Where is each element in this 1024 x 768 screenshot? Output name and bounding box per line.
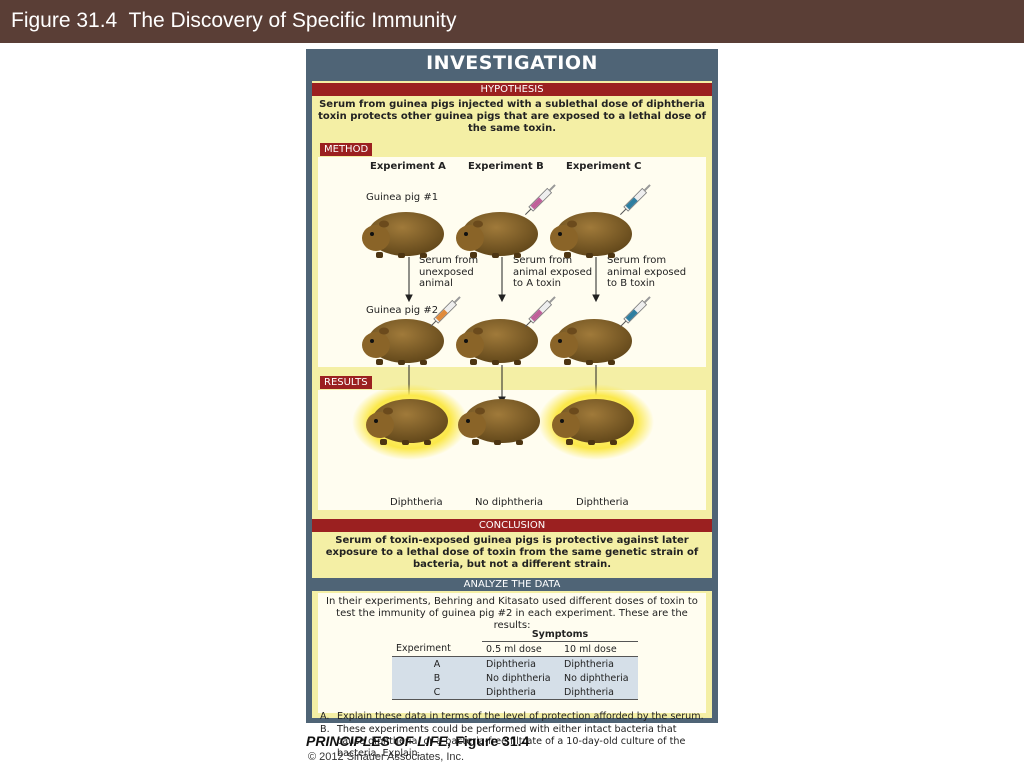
results-tag: RESULTS (320, 376, 372, 389)
guinea-pig-1a (362, 212, 444, 258)
guinea-pig-2c (550, 319, 632, 365)
experiment-a-label: Experiment A (370, 161, 446, 172)
question-b-text: These experiments could be performed wit… (337, 724, 686, 759)
analyze-area (318, 593, 706, 713)
result-pig-b (458, 399, 540, 445)
table-row: B No diphtheria No diphtheria (392, 671, 638, 685)
table-cell: Diphtheria (564, 686, 614, 698)
figure-reference: Figure 31.4 (451, 733, 530, 749)
investigation-heading: INVESTIGATION (426, 52, 598, 74)
table-header-experiment: Experiment (396, 643, 451, 655)
guinea-pig-1b (456, 212, 538, 258)
syringe-c1-icon (619, 184, 651, 216)
table-cell: A (433, 658, 441, 670)
analyze-intro: In their experiments, Behring and Kitasa… (326, 596, 698, 631)
transfer-c-text: Serum from animal exposed to B toxin (607, 255, 687, 289)
method-illustration (352, 184, 654, 460)
table-cell: B (433, 672, 441, 684)
table-cell: Diphtheria (564, 658, 614, 670)
slide-title: Figure 31.4 The Discovery of Specific Im… (11, 9, 457, 32)
table-row: C Diphtheria Diphtheria (392, 685, 638, 700)
transfer-arrows (405, 257, 600, 303)
syringe-b2-icon (524, 296, 556, 328)
guinea-pig-1c (550, 212, 632, 258)
experiment-c-label: Experiment C (566, 161, 642, 172)
transfer-a-text: Serum from unexposed animal (419, 255, 479, 289)
guinea-pig-1-label: Guinea pig #1 (366, 192, 439, 203)
question-a-letter: A. (320, 711, 330, 722)
syringe-a2-icon (429, 296, 461, 328)
book-credit: PRINCIPLES OF LIFE, Figure 31.4 (306, 733, 529, 749)
conclusion-text: Serum of toxin-exposed guinea pigs is pr… (325, 535, 699, 570)
guinea-pig-2-label: Guinea pig #2 (366, 305, 439, 316)
table-header-dose-05: 0.5 ml dose (486, 643, 542, 655)
table-cell: No diphtheria (564, 672, 629, 684)
table-row: A Diphtheria Diphtheria (392, 656, 638, 671)
table-header-dose-10: 10 ml dose (564, 643, 617, 655)
hypothesis-bar: HYPOTHESIS (312, 83, 712, 96)
analyze-bar: ANALYZE THE DATA (312, 578, 712, 591)
result-a-text: Diphtheria (390, 497, 443, 508)
table-group-header: Symptoms (482, 627, 638, 642)
conclusion-bar: CONCLUSION (312, 519, 712, 532)
table-cell: C (433, 686, 441, 698)
syringe-c2-icon (619, 296, 651, 328)
copyright: © 2012 Sinauer Associates, Inc. (308, 751, 465, 763)
question-b-letter: B. (320, 724, 330, 735)
syringe-b1-icon (524, 184, 556, 216)
symptoms-table: Symptoms Experiment 0.5 ml dose 10 ml do… (392, 627, 638, 700)
question-a-text: Explain these data in terms of the level… (337, 711, 704, 722)
result-c-text: Diphtheria (576, 497, 629, 508)
slide-title-bar: Figure 31.4 The Discovery of Specific Im… (0, 0, 1024, 43)
table-cell: Diphtheria (486, 658, 536, 670)
result-b-text: No diphtheria (475, 497, 544, 508)
investigation-figure: INVESTIGATION HYPOTHESIS Serum from guin… (306, 49, 718, 759)
book-title: PRINCIPLES OF LIFE, (306, 733, 452, 749)
transfer-b-text: Serum from animal exposed to A toxin (513, 255, 593, 289)
table-cell: No diphtheria (486, 672, 551, 684)
table-cell: Diphtheria (486, 686, 536, 698)
experiment-b-label: Experiment B (468, 161, 544, 172)
hypothesis-text: Serum from guinea pigs injected with a s… (318, 99, 706, 134)
method-tag: METHOD (320, 143, 373, 156)
